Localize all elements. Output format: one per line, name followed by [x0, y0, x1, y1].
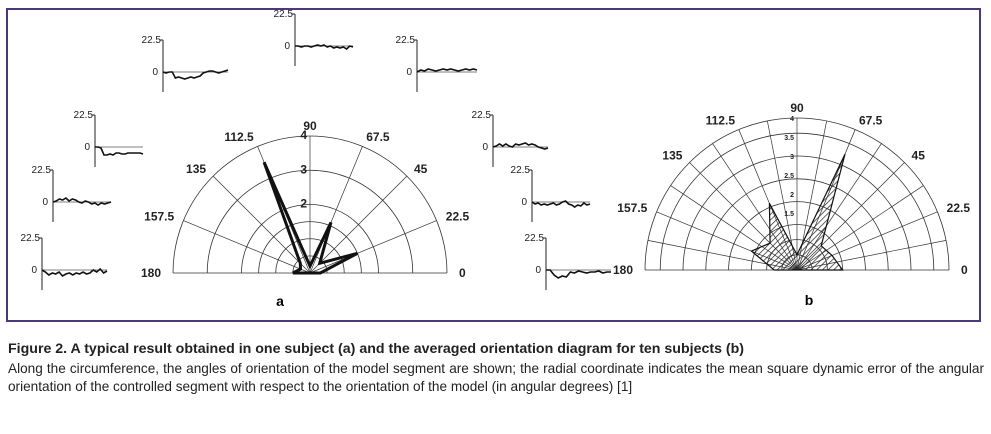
inset-scale-label: 22.5	[32, 165, 52, 176]
angle-tick-label: 22.5	[446, 210, 470, 224]
angle-tick-label: 90	[303, 119, 317, 133]
inset-zero-label: 0	[482, 142, 488, 153]
panel-a-polar-diagram: 0 22.5 45 67.5 90 112.5 135 157.5 180 2 3 4	[141, 119, 470, 280]
data-series-outline	[750, 153, 846, 271]
radial-tick-label: 3	[300, 162, 307, 176]
angle-tick-label: 22.5	[947, 201, 971, 215]
inset-trace	[546, 269, 611, 279]
angle-tick-label: 45	[912, 148, 926, 162]
radial-tick-label: 2	[790, 192, 794, 199]
inset-zero-label: 0	[42, 197, 48, 208]
inset-scale-label: 22.5	[525, 233, 545, 244]
trajectory-insets: 22.5022.5022.5022.5022.5022.5022.5022.50…	[21, 9, 611, 290]
grid-spoke	[212, 175, 311, 274]
inset-scale-label: 22.5	[472, 110, 492, 121]
inset-zero-label: 0	[152, 67, 158, 78]
inset-trace	[295, 44, 354, 50]
radial-tick-label: 4	[790, 116, 794, 123]
angle-tick-label: 0	[459, 266, 466, 280]
inset-scale-label: 22.5	[74, 110, 94, 121]
angle-tick-label: 180	[141, 266, 161, 280]
angle-tick-label: 45	[414, 162, 428, 176]
inset-scale-label: 22.5	[396, 35, 416, 46]
radial-tick-label: 1.5	[784, 211, 794, 218]
trajectory-inset: 22.50	[396, 35, 478, 92]
grid-spoke	[309, 175, 408, 274]
panel-a-label: a	[276, 293, 284, 309]
radial-tick-label: 3.5	[784, 135, 794, 142]
inset-zero-label: 0	[31, 265, 37, 276]
inset-scale-label: 22.5	[142, 35, 162, 46]
caption-body: Along the circumference, the angles of o…	[8, 361, 984, 394]
inset-scale-label: 22.5	[21, 233, 41, 244]
trajectory-inset: 22.50	[511, 165, 591, 222]
grid-spoke	[309, 220, 437, 274]
angle-tick-label: 157.5	[617, 201, 647, 215]
inset-scale-label: 22.5	[511, 165, 531, 176]
angle-tick-label: 67.5	[366, 130, 390, 144]
trajectory-inset: 22.50	[74, 110, 144, 167]
inset-trace	[52, 196, 112, 206]
angle-tick-label: 112.5	[224, 130, 254, 144]
angle-tick-label: 0	[961, 263, 968, 277]
angle-tick-label: 112.5	[706, 113, 736, 127]
caption-title: Figure 2. A typical result obtained in o…	[8, 341, 745, 357]
panel-b-label: b	[805, 292, 814, 308]
angle-tick-label: 90	[790, 101, 804, 115]
trajectory-inset: 22.50	[32, 165, 112, 222]
radial-tick-label: 4	[300, 128, 307, 142]
trajectory-inset: 22.50	[525, 233, 611, 290]
inset-trace	[95, 146, 144, 156]
inset-trace	[531, 200, 591, 208]
angle-tick-label: 67.5	[859, 113, 883, 127]
radial-tick-label: 2	[300, 197, 307, 211]
inset-trace	[41, 267, 108, 278]
trajectory-inset: 22.50	[21, 233, 108, 290]
angle-tick-label: 135	[662, 148, 682, 162]
inset-zero-label: 0	[535, 265, 541, 276]
angle-tick-label: 135	[186, 162, 206, 176]
radial-tick-label: 2.5	[784, 173, 794, 180]
inset-scale-label: 22.5	[274, 9, 294, 20]
grid-spoke	[183, 220, 311, 274]
inset-zero-label: 0	[406, 67, 412, 78]
angle-tick-label: 157.5	[144, 210, 174, 224]
inset-zero-label: 0	[84, 142, 90, 153]
grid-spoke	[309, 146, 363, 274]
inset-trace	[162, 69, 229, 80]
trajectory-inset: 22.50	[472, 110, 549, 167]
inset-zero-label: 0	[521, 197, 527, 208]
inset-zero-label: 0	[284, 41, 290, 52]
inset-trace	[492, 142, 549, 150]
trajectory-inset: 22.50	[142, 35, 229, 92]
trajectory-inset: 22.50	[274, 9, 354, 66]
inset-trace	[416, 68, 478, 73]
panel-b-polar-diagram: 022.54567.590112.5135157.51801.522.533.5…	[613, 101, 970, 277]
radial-tick-label: 3	[790, 154, 794, 161]
angle-tick-label: 180	[613, 263, 633, 277]
data-series-outline	[262, 161, 359, 275]
